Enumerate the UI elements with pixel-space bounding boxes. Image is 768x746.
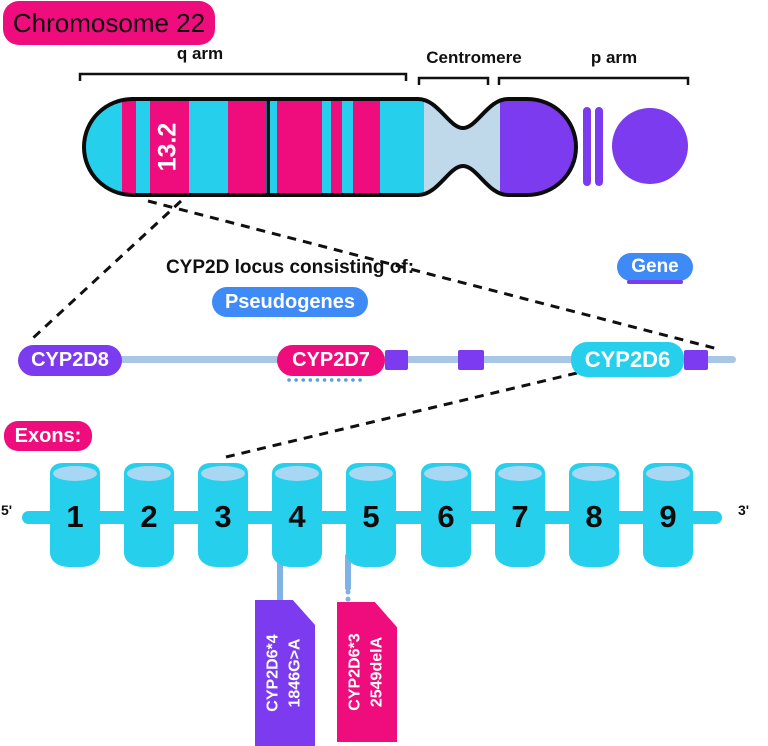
exon-cylinder-9: 9 xyxy=(643,463,693,567)
q-arm-bracket xyxy=(78,72,408,81)
variant-change: 1846G>A xyxy=(287,638,304,708)
gene-badge-underline xyxy=(627,280,683,284)
variant-callout-text: CYP2D6*3 2549delA xyxy=(345,602,390,742)
exon-cylinder-top xyxy=(201,466,245,481)
title-badge: Chromosome 22 xyxy=(3,1,215,45)
centromere-label: Centromere xyxy=(426,48,522,67)
exon-cylinder-top xyxy=(53,466,97,481)
exon-number: 3 xyxy=(214,499,232,534)
exon-number: 4 xyxy=(288,499,306,534)
gene-pill-cyp2d7: CYP2D7 xyxy=(277,345,385,376)
exon-number: 8 xyxy=(585,499,603,534)
dashed-connector-gene-to-exons xyxy=(225,371,578,459)
satellite-stalk-bar xyxy=(595,107,603,186)
exon-cylinder-2: 2 xyxy=(124,463,174,567)
track-segment xyxy=(458,350,484,370)
variant-allele: CYP2D6*3 xyxy=(346,633,364,711)
dashed-connector-band-to-track-left xyxy=(31,199,183,340)
p-arm-label: p arm xyxy=(590,48,638,67)
pseudogenes-badge-label: Pseudogenes xyxy=(224,290,356,313)
band-13-2 xyxy=(150,99,189,195)
exon-number: 7 xyxy=(511,499,529,534)
exons-badge-label: Exons: xyxy=(14,424,82,447)
exon-number: 1 xyxy=(66,499,84,534)
locus-heading: CYP2D locus consisting of: xyxy=(165,257,415,278)
exon-number: 2 xyxy=(140,499,158,534)
gene-badge-label: Gene xyxy=(631,256,679,277)
exon-cylinder-1: 1 xyxy=(50,463,100,567)
gene-pill-cyp2d6: CYP2D6 xyxy=(571,342,684,377)
exon-number: 5 xyxy=(362,499,380,534)
exon-cylinder-3: 3 xyxy=(198,463,248,567)
track-segment xyxy=(684,350,708,370)
exon-number: 9 xyxy=(659,499,677,534)
cyp2d7-label: CYP2D7 xyxy=(292,349,370,371)
exon-cylinder-8: 8 xyxy=(569,463,619,567)
exon-number: 6 xyxy=(437,499,455,534)
exon-cylinder-top xyxy=(127,466,171,481)
dashed-connector-band-to-track-right xyxy=(147,199,719,351)
exon-cylinder-4: 4 xyxy=(272,463,322,567)
exon-cylinder-top xyxy=(424,466,468,481)
variant-callout-text: CYP2D6*4 1846G>A xyxy=(263,600,308,746)
satellite-circle xyxy=(612,108,688,184)
cyp2d8-label: CYP2D8 xyxy=(31,349,109,371)
exon-cylinder-top xyxy=(275,466,319,481)
exon-cylinder-top xyxy=(646,466,690,481)
q-arm-label: q arm xyxy=(176,44,224,63)
three-prime-label: 3' xyxy=(738,502,750,518)
band-13-2-label: 13.2 xyxy=(154,123,182,172)
exon-cylinder-7: 7 xyxy=(495,463,545,567)
gene-badge: Gene xyxy=(617,253,693,281)
band xyxy=(228,99,266,195)
satellite-stalk-bar xyxy=(583,107,591,186)
exons-badge: Exons: xyxy=(4,421,92,451)
p-arm-bracket xyxy=(497,76,690,85)
exon-cylinder-top xyxy=(349,466,393,481)
variant-callout-cyp2d6-star3: CYP2D6*3 2549delA xyxy=(337,602,397,742)
chromosome-outline xyxy=(81,97,579,197)
track-segment xyxy=(385,350,408,370)
pseudogenes-badge: Pseudogenes xyxy=(212,287,368,317)
chromosome-ideogram: 13.2 xyxy=(81,97,688,197)
exon-cylinder-top xyxy=(498,466,542,481)
variant-change: 2549delA xyxy=(369,636,386,708)
variant-allele: CYP2D6*4 xyxy=(264,634,282,712)
exon-cylinder-6: 6 xyxy=(421,463,471,567)
cyp2d6-label: CYP2D6 xyxy=(584,346,671,372)
p-arm-region xyxy=(500,99,576,195)
band xyxy=(353,99,380,195)
title-label: Chromosome 22 xyxy=(12,7,206,38)
band xyxy=(277,99,322,195)
band-divider xyxy=(266,99,270,195)
centromere-bracket xyxy=(417,76,490,85)
variant-callout-cyp2d6-star4: CYP2D6*4 1846G>A xyxy=(255,600,315,746)
band xyxy=(122,99,136,195)
five-prime-label: 5' xyxy=(1,502,13,518)
exon-cylinder-top xyxy=(572,466,616,481)
band xyxy=(331,99,342,195)
exon-cylinder-5: 5 xyxy=(346,463,396,567)
gene-pill-cyp2d8: CYP2D8 xyxy=(18,345,122,376)
